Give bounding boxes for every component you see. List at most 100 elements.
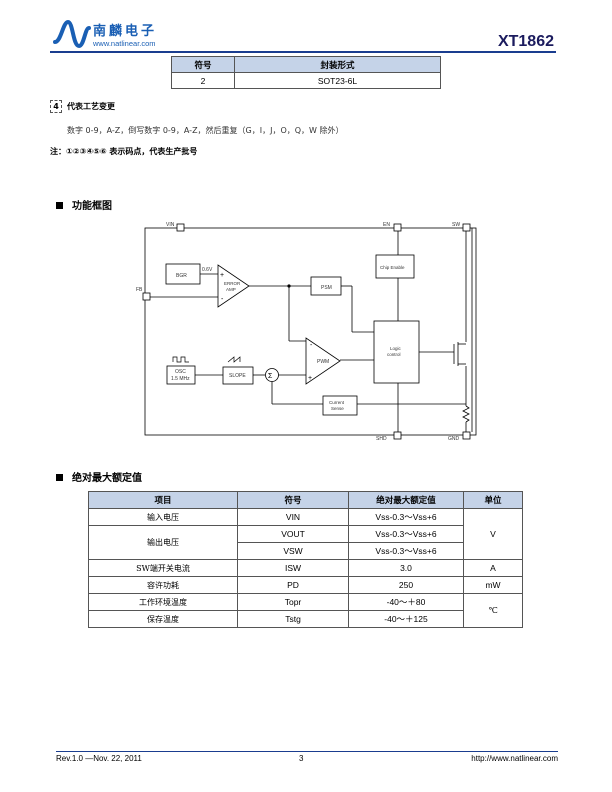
table-row: 2 SOT23-6L <box>171 72 441 89</box>
table-cell: Vss-0.3～Vss+6 <box>348 525 464 543</box>
company-logo-icon <box>53 19 91 49</box>
table-cell: Vss-0.3～Vss+6 <box>348 508 464 526</box>
ratings-table: 项目 符号 绝对最大额定值 单位 输入电压 VIN Vss-0.3～Vss+6 … <box>88 491 523 628</box>
table-cell: SW端开关电流 <box>88 559 238 577</box>
section-title: 代表工艺变更 <box>67 102 115 111</box>
chip-enable-block <box>375 254 415 279</box>
block-diagram: VIN EN SW FB SHD GND BGR 0.6V ERROR AMP … <box>136 222 477 442</box>
note-text: 注：①②③④⑤⑥ 表示码点，代表生产批号 <box>50 147 198 156</box>
table-cell: 工作环境温度 <box>88 593 238 611</box>
table-cell: 输出电压 <box>88 525 238 560</box>
table-row: 输入电压 VIN Vss-0.3～Vss+6 V <box>88 508 523 560</box>
pwm-comparator-symbol <box>305 337 341 385</box>
summing-node-icon <box>265 368 279 382</box>
osc-block <box>166 365 196 385</box>
psm-block <box>310 276 342 296</box>
column-header: 绝对最大额定值 <box>348 491 464 509</box>
slope-label: SLOPE <box>229 373 246 379</box>
company-url: www.natlinear.com <box>93 39 156 48</box>
table-cell: 250 <box>348 576 464 594</box>
osc-label: OSC <box>175 369 186 375</box>
pwm-plus: + <box>308 375 312 382</box>
footer-rule <box>56 751 558 752</box>
table-cell: SOT23-6L <box>234 72 441 89</box>
table-cell: Vss-0.3～Vss+6 <box>348 542 464 560</box>
table-cell: VIN <box>237 508 349 526</box>
sigma-icon: Σ <box>268 373 273 380</box>
sw-pin <box>462 223 471 232</box>
logic-control-block <box>373 320 420 384</box>
slope-block <box>222 366 254 385</box>
table-row: SW端开关电流 ISW 3.0 A <box>88 559 523 577</box>
footer-url[interactable]: http://www.natlinear.com <box>471 754 558 763</box>
pin-label-gnd: GND <box>448 436 460 442</box>
gnd-pin <box>462 431 471 440</box>
package-table: 符号 封装形式 2 SOT23-6L <box>171 56 441 89</box>
column-header: 符号 <box>171 56 235 73</box>
column-header: 符号 <box>237 491 349 509</box>
bullet-square-icon <box>56 474 63 481</box>
junction-dot <box>287 284 291 288</box>
vref-label: 0.6V <box>202 267 213 273</box>
control-label: control <box>387 352 401 357</box>
error-amp-plus: + <box>220 272 224 279</box>
pin-label-fb: FB <box>136 287 143 293</box>
table-cell: 输入电压 <box>88 508 238 526</box>
table-cell: -40～＋80 <box>348 593 464 611</box>
pwm-minus: - <box>310 342 313 349</box>
table-cell: -40～＋125 <box>348 610 464 628</box>
table-cell: V <box>463 508 523 560</box>
pwm-label: PWM <box>317 359 329 365</box>
table-cell: 3.0 <box>348 559 464 577</box>
chip-enable-label: Chip Enable <box>380 265 405 270</box>
pin-label-vin: VIN <box>166 222 175 228</box>
table-cell: 容许功耗 <box>88 576 238 594</box>
section-text: 数字 0-9，A-Z，倒写数字 0-9，A-Z，然后重复（G，I，J，O，Q，W… <box>67 126 344 135</box>
diagram-border <box>144 227 477 436</box>
footer-revision: Rev.1.0 —Nov. 22, 2011 <box>56 754 142 763</box>
osc-frequency-label: 1.5 MHz <box>171 376 190 382</box>
shd-pin <box>393 431 402 440</box>
header-rule <box>50 51 556 53</box>
company-name: 南麟电子 <box>93 24 158 39</box>
table-cell: 保存温度 <box>88 610 238 628</box>
table-header-row: 项目 符号 绝对最大额定值 单位 <box>88 491 523 509</box>
pin-label-sw: SW <box>452 222 460 228</box>
footer-page-number: 3 <box>299 754 304 763</box>
table-row: 保存温度 Tstg -40～＋125 <box>88 610 523 628</box>
block-diagram-title: 功能框图 <box>56 197 112 212</box>
table-row: 工作环境温度 Topr -40～＋80 ℃ <box>88 593 523 628</box>
vin-pin <box>176 223 185 232</box>
column-header: 单位 <box>463 491 523 509</box>
table-cell: A <box>463 559 523 577</box>
table-cell: VOUT <box>237 525 349 543</box>
psm-label: PSM <box>321 285 332 291</box>
table-cell: PD <box>237 576 349 594</box>
table-cell: ℃ <box>463 593 523 628</box>
current-sense-label: Sense <box>331 406 344 411</box>
ratings-title: 绝对最大额定值 <box>56 469 142 484</box>
table-cell: mW <box>463 576 523 594</box>
square-wave-icon <box>172 356 189 363</box>
fb-pin <box>142 292 151 301</box>
pin-label-en: EN <box>383 222 390 228</box>
current-sense-label: Current <box>329 400 345 405</box>
table-cell: VSW <box>237 542 349 560</box>
error-amp-label: ERROR <box>224 281 241 286</box>
column-header: 项目 <box>88 491 238 509</box>
table-cell: Topr <box>237 593 349 611</box>
en-pin <box>393 223 402 232</box>
error-amp-minus: - <box>221 296 224 303</box>
section-number-box: 4 <box>50 100 62 113</box>
column-header: 封装形式 <box>234 56 441 73</box>
table-cell: 2 <box>171 72 235 89</box>
logic-label: Logic <box>390 346 402 351</box>
bgr-label: BGR <box>176 273 187 279</box>
table-header-row: 符号 封装形式 <box>171 56 441 73</box>
table-cell: ISW <box>237 559 349 577</box>
table-row: 容许功耗 PD 250 mW <box>88 576 523 594</box>
pin-label-shd: SHD <box>376 436 387 442</box>
part-number: XT1862 <box>497 33 554 50</box>
bgr-block <box>165 263 201 285</box>
table-cell: Tstg <box>237 610 349 628</box>
